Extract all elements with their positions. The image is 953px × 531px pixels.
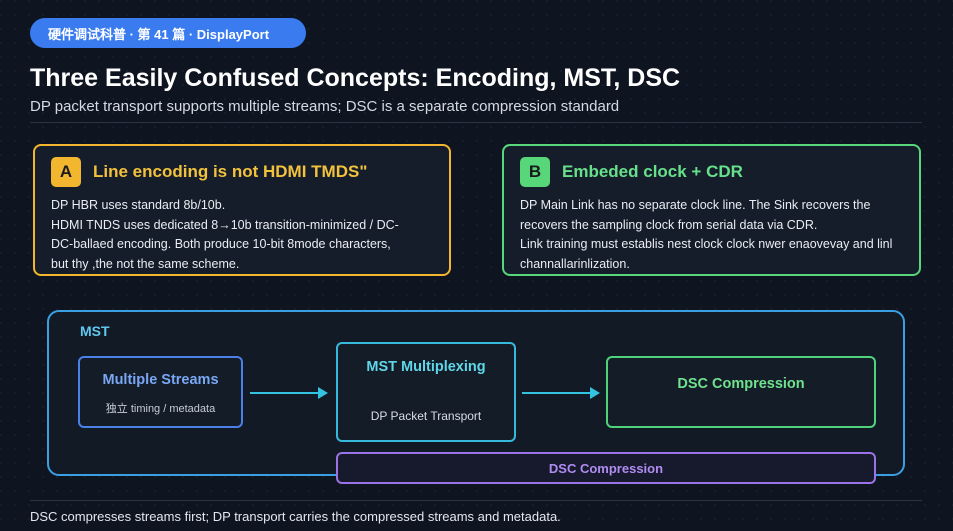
card-a-line: DP HBR uses standard 8b/10b. bbox=[51, 198, 226, 212]
card-a-line: HDMI TNDS uses dedicated 8→10b transitio… bbox=[51, 217, 399, 232]
card-b-badge: B bbox=[520, 157, 550, 187]
card-line-encoding: A Line encoding is not HDMI TMDS" DP HBR… bbox=[33, 144, 451, 276]
card-b-line: DP Main Link has no separate clock line.… bbox=[520, 198, 871, 212]
mst-multiplexing-box: MST Multiplexing DP Packet Transport bbox=[336, 342, 516, 442]
card-a-title: Line encoding is not HDMI TMDS" bbox=[93, 162, 368, 181]
card-a-line: but thy ,the not the same scheme. bbox=[51, 256, 240, 271]
card-b-title: Embeded clock + CDR bbox=[562, 162, 743, 181]
multiple-streams-sub: 独立 timing / metadata bbox=[105, 403, 216, 415]
page-subtitle: DP packet transport supports multiple st… bbox=[30, 98, 620, 115]
mst-multiplexing-title: MST Multiplexing bbox=[366, 359, 486, 375]
card-b-line: channallarinlization. bbox=[520, 256, 630, 271]
card-a-badge: A bbox=[51, 157, 81, 187]
dsc-compression-title: DSC Compression bbox=[677, 376, 805, 392]
mst-label: MST bbox=[80, 323, 110, 339]
card-a-header: A Line encoding is not HDMI TMDS" bbox=[51, 156, 435, 188]
mst-multiplexing-sub: DP Packet Transport bbox=[370, 409, 482, 423]
arrow-right-icon bbox=[250, 387, 328, 399]
card-b-line: recovers the sampling clock from serial … bbox=[520, 217, 818, 232]
dsc-compression-bar: DSC Compression bbox=[336, 452, 876, 484]
footer-divider bbox=[30, 500, 922, 501]
series-tag: 硬件调试科普 · 第 41 篇 · DisplayPort bbox=[30, 18, 306, 48]
header-divider bbox=[30, 122, 922, 123]
card-embedded-clock: B Embeded clock + CDR DP Main Link has n… bbox=[502, 144, 921, 276]
footer-note: DSC compresses streams first; DP transpo… bbox=[30, 509, 561, 524]
multiple-streams-title: Multiple Streams bbox=[102, 372, 219, 388]
card-b-header: B Embeded clock + CDR bbox=[520, 156, 905, 188]
card-b-body: DP Main Link has no separate clock line.… bbox=[520, 196, 905, 274]
card-b-line: Link training must establis nest clock c… bbox=[520, 237, 893, 251]
card-a-line: DC-ballaed encoding. Both produce 10-bit… bbox=[51, 237, 391, 251]
page-title: Three Easily Confused Concepts: Encoding… bbox=[30, 64, 681, 92]
multiple-streams-box: Multiple Streams 独立 timing / metadata bbox=[78, 356, 243, 428]
dsc-compression-box: DSC Compression bbox=[606, 356, 876, 428]
card-a-body: DP HBR uses standard 8b/10b. HDMI TNDS u… bbox=[51, 196, 435, 274]
arrow-right-icon bbox=[522, 387, 600, 399]
